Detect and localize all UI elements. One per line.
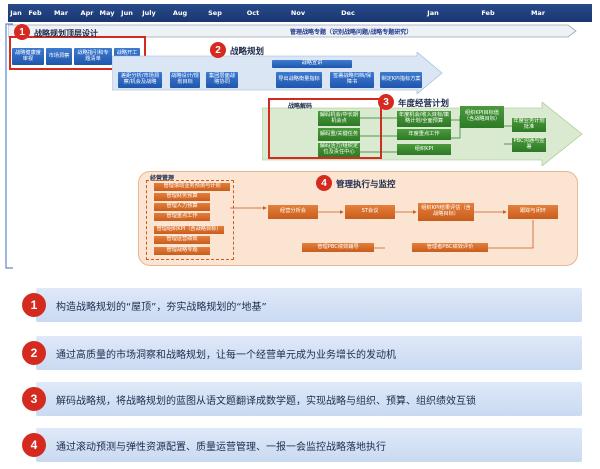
summary-text: 通过滚动预测与弹性资源配置、质量运营管理、一报一会监控战略落地执行 (56, 441, 386, 453)
summary-number: 4 (22, 433, 46, 457)
month-label: Jan (10, 9, 22, 17)
month-label: Feb (28, 9, 42, 17)
month-label: Sep (208, 9, 222, 17)
section4-ops-group (146, 180, 234, 260)
month-label: Jun (121, 9, 133, 17)
section1-box: 战略健康度审视 (12, 48, 44, 65)
section4-title: 管理执行与监控 (336, 180, 396, 190)
strategy-topic-arrow (8, 24, 577, 38)
section4-ops-item: 管理重点工作 (154, 213, 210, 221)
strategy-topic-label: 管理战略专题（识别战略问题/战略专题研究） (290, 29, 413, 36)
section3-connectors (360, 116, 512, 153)
section3-decode-box: 解码机会/中长期机会点 (318, 111, 360, 126)
section4-ops-item: 管理滚动业务预测与计划 (154, 183, 230, 191)
summary-bar: 构造战略规划的“屋顶”，夯实战略规划的“地基” (36, 288, 582, 322)
section4-pbc-left: 管理PBC绩效辅导 (302, 243, 374, 252)
month-label: Nov (290, 9, 306, 17)
section4-connectors (230, 206, 534, 250)
section3-decode-box: 解码重/关键任务 (318, 128, 360, 141)
section4-flow-box: ST会议 (345, 205, 395, 219)
month-timeline-bar: Jan Feb Mar Apr May Jun July Aug Sep Oct… (8, 4, 592, 22)
section2-box: 战略设计/规划目标 (170, 72, 200, 88)
section3-plan-box: 组织KPI (397, 144, 451, 155)
section2-title: 战略规划 (230, 47, 265, 57)
month-label: Apr (80, 9, 94, 17)
summary-bar: 通过滚动预测与弹性资源配置、质量运营管理、一报一会监控战略落地执行 (36, 428, 582, 462)
section3-plan-box: 年度重点工作 (397, 129, 451, 140)
section4-ops-item: 管理人力预算 (154, 203, 210, 211)
section3-right-box: 年度业务计划批准 (512, 118, 546, 132)
section3-title: 年度经营计划 (398, 99, 450, 109)
summary-number: 2 (22, 341, 46, 365)
month-label: Aug (172, 9, 188, 17)
section1-frame (9, 36, 146, 70)
section3-right-box: PBC沟通与签署 (512, 138, 546, 152)
section4-flow-box: 组织KPI结果评估（含战略目标） (418, 203, 474, 221)
section4-ops-item: 管理战略专题 (154, 247, 210, 255)
section2-review-bar: 战略宣讲 (272, 60, 352, 68)
section4-pbc-right: 管理者PBC绩效评价 (412, 243, 488, 252)
summary-bar: 解码战略规，将战略规划的蓝图从语文题翻译成数学题，实现战略与组织、预算、组织绩效… (36, 382, 582, 416)
section4-ops-item: 管理运营绩效 (154, 236, 210, 244)
section3-right-box: 组织KPI目标值（含战略目标） (460, 106, 504, 128)
section2-box: 导出战略衡量指标 (276, 72, 322, 88)
section2-number: 2 (210, 42, 226, 58)
section4-number: 4 (316, 175, 332, 191)
section4-ops-item: 管理财务预算 (154, 193, 210, 201)
section2-box: 差距分析/市场洞察/机会及战略 (118, 72, 162, 88)
summary-text: 解码战略规，将战略规划的蓝图从语文题翻译成数学题，实现战略与组织、预算、组织绩效… (56, 395, 476, 407)
summary-number: 1 (22, 293, 46, 317)
section4-flow-box: 经营分析会 (268, 205, 318, 219)
section2-box: 制定KPI指标方案 (380, 72, 422, 88)
section4-ops-item: 管理组织KPI（含战略目标） (154, 226, 224, 234)
section1-box: 市场洞察 (46, 48, 72, 65)
month-label: Oct (246, 9, 260, 17)
summary-number: 3 (22, 387, 46, 411)
section1-title: 战略规划顶层设计 (34, 29, 98, 38)
section1-number: 1 (14, 24, 30, 40)
month-label: May (99, 9, 115, 17)
month-label: Feb (481, 9, 495, 17)
section4-flow-box: 跟踪与闭环 (508, 205, 558, 219)
month-label: Mar (53, 9, 69, 17)
section2-box: 签署战略归档/保障书 (330, 72, 374, 88)
section3-plan-box: 年度机会/收入目标/策略计划/全面预算 (397, 111, 451, 127)
section4-ops-label: 经营管理 (150, 175, 175, 182)
summary-bar: 通过高质量的市场洞察和战略规划，让每一个经营单元成为业务增长的发动机 (36, 336, 582, 370)
summary-text: 构造战略规划的“屋顶”，夯实战略规划的“地基” (56, 301, 267, 313)
section3-decode-label: 战略解码 (288, 103, 313, 110)
summary-text: 通过高质量的市场洞察和战略规划，让每一个经营单元成为业务增长的发动机 (56, 349, 396, 361)
section3-decode-box: 解码活力/组织定位及责任中心 (318, 143, 360, 157)
timeline-bracket (5, 23, 13, 269)
month-label: Dec (341, 9, 355, 17)
section1-box: 战略指引和专题清单 (74, 48, 112, 65)
section3-frame (268, 98, 382, 159)
month-label: July (142, 9, 156, 17)
month-label: Mar (530, 9, 546, 17)
section3-number: 3 (378, 94, 394, 110)
month-label: Jan (427, 9, 439, 17)
section2-box: 集团层面战略协同 (206, 72, 238, 88)
